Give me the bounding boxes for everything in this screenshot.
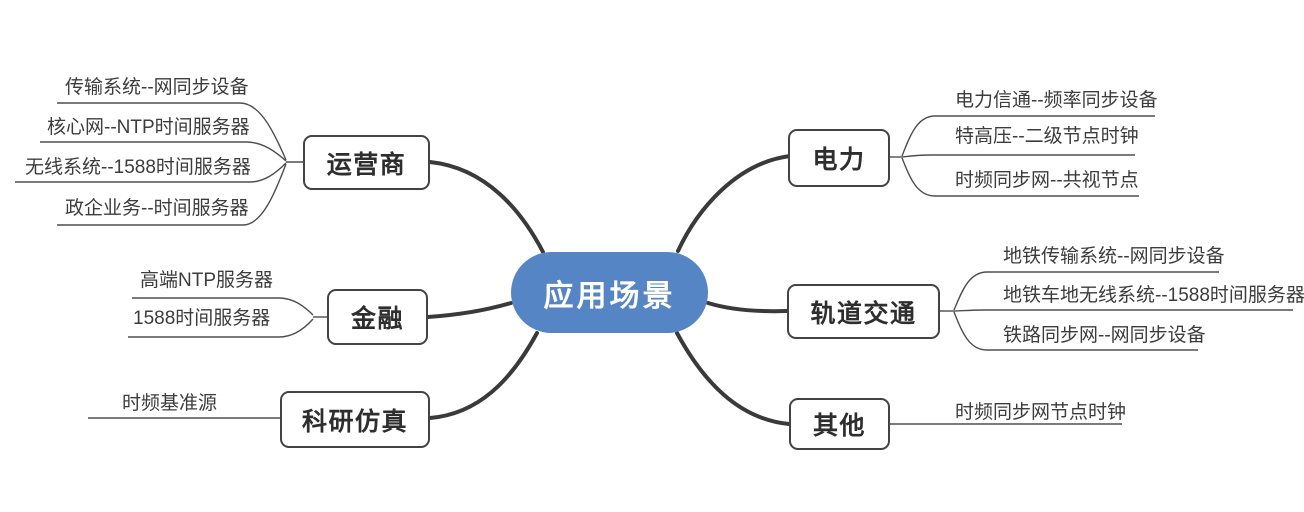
leaf-rail-transit-2[interactable]: 地铁车地无线系统--1588时间服务器 xyxy=(1003,285,1304,306)
branch-curve-finance xyxy=(426,301,513,319)
branch-curve-electric-power xyxy=(676,154,792,253)
leaf-rail-transit-1[interactable]: 地铁传输系统--网同步设备 xyxy=(1003,246,1225,267)
branch-curve-operators xyxy=(428,160,545,254)
node-rail-transit[interactable]: 轨道交通 xyxy=(787,284,940,339)
leaf-research-simulation-1[interactable]: 时频基准源 xyxy=(122,393,218,414)
leaf-line-operators-3 xyxy=(15,162,287,183)
leaf-operators-2[interactable]: 核心网--NTP时间服务器 xyxy=(47,117,250,138)
leaf-line-rail-transit-3 xyxy=(953,311,1198,351)
leaf-line-rail-transit-1 xyxy=(953,271,1219,311)
leaf-operators-4[interactable]: 政企业务--时间服务器 xyxy=(65,198,249,219)
leaf-finance-2[interactable]: 1588时间服务器 xyxy=(133,308,271,329)
leaf-others-1[interactable]: 时频同步网节点时钟 xyxy=(955,402,1127,423)
central-topic[interactable]: 应用场景 xyxy=(511,252,708,333)
node-others[interactable]: 其他 xyxy=(789,398,890,450)
leaf-line-operators-2 xyxy=(40,141,287,162)
leaf-line-operators-1 xyxy=(57,102,287,161)
leaf-operators-1[interactable]: 传输系统--网同步设备 xyxy=(65,77,249,98)
node-finance[interactable]: 金融 xyxy=(327,289,428,345)
node-research-simulation[interactable]: 科研仿真 xyxy=(280,391,430,448)
node-operators[interactable]: 运营商 xyxy=(303,135,430,190)
leaf-line-electric-power-2 xyxy=(901,154,1135,158)
leaf-line-finance-1 xyxy=(132,297,314,316)
leaf-line-operators-4 xyxy=(57,163,287,226)
leaf-operators-3[interactable]: 无线系统--1588时间服务器 xyxy=(25,157,251,178)
leaf-finance-1[interactable]: 高端NTP服务器 xyxy=(140,270,274,291)
leaf-line-electric-power-1 xyxy=(901,115,1155,157)
leaf-line-rail-transit-2 xyxy=(953,309,1293,312)
node-electric-power[interactable]: 电力 xyxy=(788,129,890,187)
leaf-line-finance-2 xyxy=(128,318,314,338)
branch-curve-research-simulation xyxy=(428,331,539,420)
branch-curve-rail-transit xyxy=(706,301,789,314)
leaf-line-electric-power-3 xyxy=(901,157,1139,197)
leaf-electric-power-2[interactable]: 特高压--二级节点时钟 xyxy=(955,126,1139,147)
leaf-electric-power-1[interactable]: 电力信通--频率同步设备 xyxy=(955,90,1158,111)
leaf-rail-transit-3[interactable]: 铁路同步网--网同步设备 xyxy=(1003,325,1206,346)
leaf-electric-power-3[interactable]: 时频同步网--共视节点 xyxy=(955,170,1139,191)
branch-curve-others xyxy=(675,331,791,426)
